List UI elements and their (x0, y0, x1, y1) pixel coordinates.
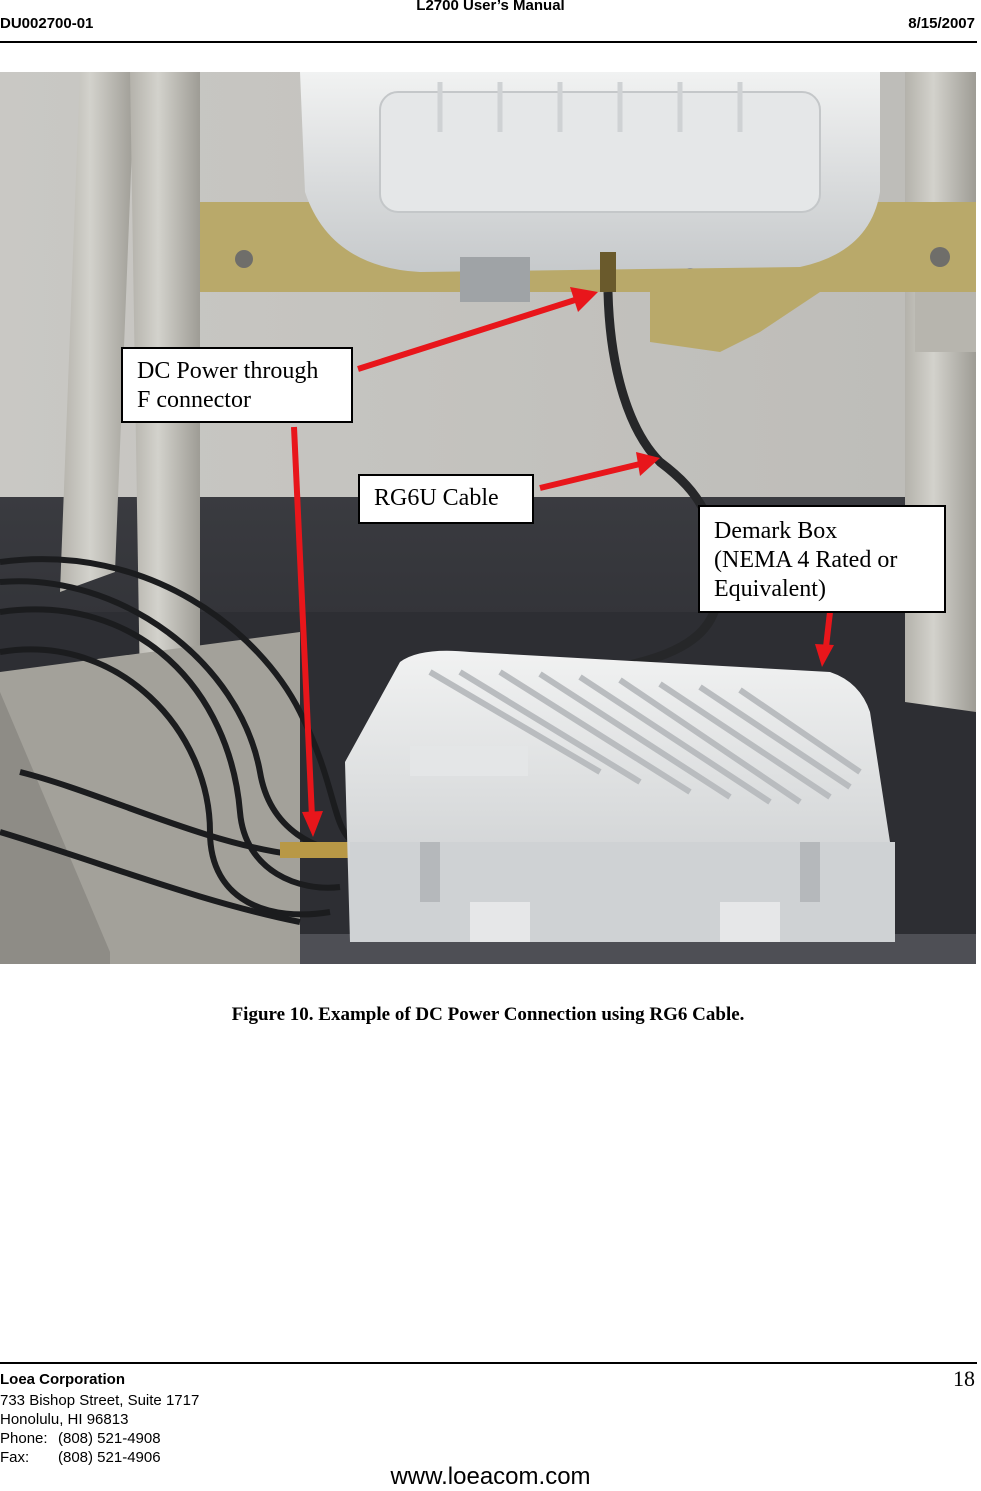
fax-label: Fax: (0, 1449, 30, 1466)
fax-number: (808) 521-4906 (58, 1449, 161, 1466)
right-post (905, 72, 976, 712)
callout-rg6u-cable: RG6U Cable (358, 474, 534, 524)
fax-line: Fax: (808) 521-4906 (0, 1449, 161, 1466)
website-link[interactable]: www.loeacom.com (390, 1463, 591, 1490)
left-post (60, 72, 135, 592)
coiled-cables (0, 556, 362, 925)
document-date: 8/15/2007 (908, 15, 975, 32)
figure-caption: Figure 10. Example of DC Power Connectio… (231, 1004, 745, 1025)
f-connector (600, 252, 616, 292)
header-rule (0, 41, 977, 43)
address-line-1: 733 Bishop Street, Suite 1717 (0, 1392, 200, 1409)
address-line-2: Honolulu, HI 96813 (0, 1411, 129, 1428)
callout-demark-line-1: Demark Box (714, 518, 838, 544)
phone-line: Phone: (808) 521-4908 (0, 1430, 161, 1447)
callout-demark-box: Demark Box (NEMA 4 Rated or Equivalent) (698, 505, 946, 613)
arrow-rg6u (539, 461, 641, 491)
callout-rg6u-line-1: RG6U Cable (374, 485, 499, 511)
company-name: Loea Corporation (0, 1371, 126, 1388)
arrow-dc-power-to-cable (291, 426, 315, 818)
callout-dc-power-line-2: F connector (137, 387, 251, 413)
phone-label: Phone: (0, 1430, 48, 1447)
power-connector (460, 257, 530, 302)
callout-dc-power-line-1: DC Power through (137, 358, 319, 384)
footer-rule (0, 1362, 977, 1364)
callout-demark-line-3: Equivalent) (714, 576, 826, 602)
manual-title: L2700 User’s Manual (416, 0, 565, 14)
arrow-demark (823, 611, 833, 648)
annotation-arrows (291, 287, 834, 837)
document-id: DU002700-01 (0, 15, 94, 32)
arrow-dc-power-to-connector (357, 297, 576, 372)
heat-fins (428, 669, 862, 805)
page-number: 18 (953, 1366, 975, 1391)
callout-dc-power: DC Power through F connector (121, 347, 353, 423)
phone-number: (808) 521-4908 (58, 1430, 161, 1447)
callout-demark-line-2: (NEMA 4 Rated or (714, 547, 898, 573)
